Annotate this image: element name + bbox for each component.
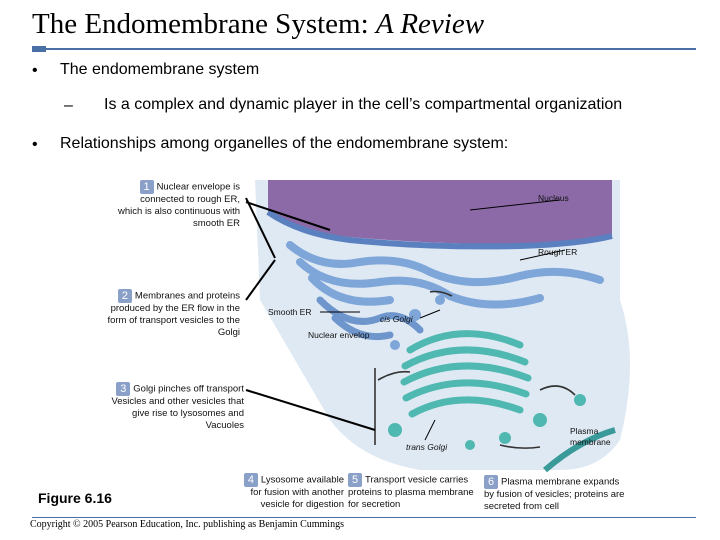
plasma-membrane-shape	[543, 427, 616, 473]
label-nucleus: Nucleus	[538, 193, 569, 203]
label-trans-golgi: trans Golgi	[406, 442, 448, 452]
secretory-vesicles	[388, 394, 586, 450]
label-cis-golgi: cis Golgi	[380, 314, 413, 324]
figure-label: Figure 6.16	[38, 490, 112, 506]
label-nuclear-envelope: Nuclear envelop	[308, 330, 370, 340]
step-number: 4	[243, 473, 258, 487]
golgi-shape	[400, 330, 532, 418]
title-divider	[32, 48, 696, 50]
copyright-text: Copyright © 2005 Pearson Education, Inc.…	[30, 519, 344, 530]
bullet-marker: •	[32, 62, 38, 79]
step-number: 2	[117, 289, 132, 303]
rough-er-shape	[286, 241, 604, 309]
bullet-2: Relationships among organelles of the en…	[60, 135, 509, 152]
page-title: The Endomembrane System: A Review	[32, 8, 485, 40]
bullet-marker: •	[32, 136, 38, 153]
leader-lines	[245, 197, 376, 431]
footer-divider	[32, 517, 696, 518]
step-number: 5	[348, 473, 362, 487]
sub-bullet-marker: –	[64, 97, 73, 114]
label-smooth-er: Smooth ER	[268, 307, 312, 317]
step-number: 6	[484, 475, 498, 489]
smooth-er-shape	[316, 296, 424, 341]
bullet-1: The endomembrane system	[60, 61, 260, 78]
nuclear-envelope-shape	[266, 209, 613, 250]
label-plasma-membrane: Plasma membrane	[570, 426, 611, 447]
label-lines	[320, 199, 566, 441]
flow-arrows	[374, 290, 576, 449]
cytoplasm-area	[255, 180, 630, 470]
title-divider-accent	[32, 46, 46, 52]
label-rough-er: Rough ER	[538, 247, 578, 257]
step-number: 1	[139, 180, 154, 194]
transport-vesicles	[390, 295, 445, 350]
step-number: 3	[116, 382, 131, 396]
nucleus-shape	[268, 180, 612, 245]
bullet-1-sub: Is a complex and dynamic player in the c…	[104, 96, 623, 113]
